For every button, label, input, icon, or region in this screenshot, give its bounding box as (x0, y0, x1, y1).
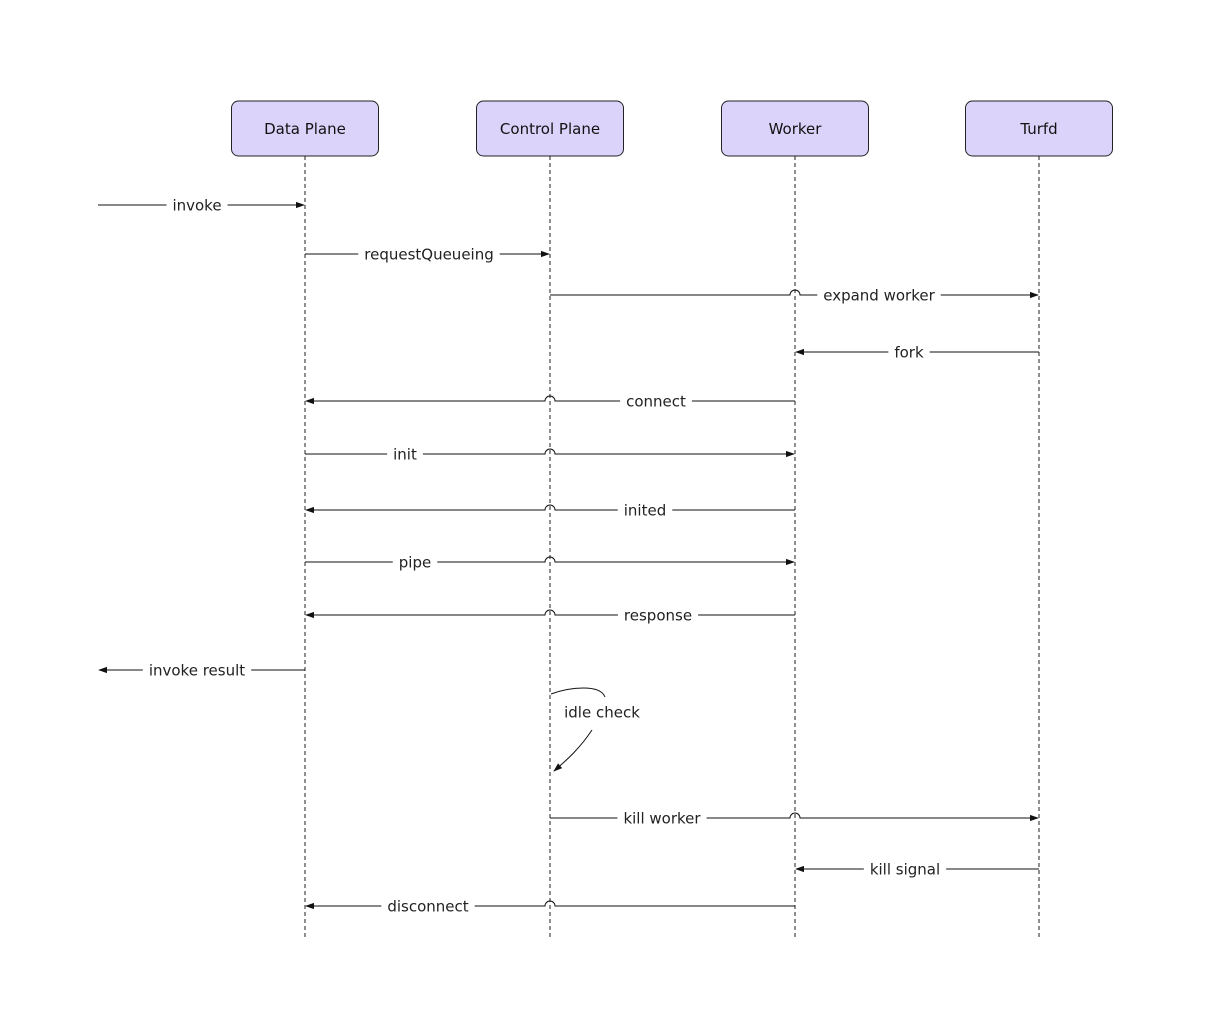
participant-box (965, 100, 1113, 157)
message-arrow (305, 556, 795, 566)
participant-box (231, 100, 379, 157)
message-invoke: invoke (98, 195, 305, 215)
participant-box (721, 100, 869, 157)
message-invoke-result: invoke result (98, 660, 305, 680)
message-label: kill signal (870, 861, 940, 879)
message-label: inited (624, 502, 666, 520)
message-arrow (550, 289, 1039, 299)
message-label: kill worker (623, 810, 701, 828)
message-label-background (817, 285, 941, 305)
message-label-background (617, 500, 673, 520)
message-label: expand worker (823, 287, 935, 305)
message-arrow (305, 504, 795, 514)
message-request-queueing: requestQueueing (305, 244, 550, 264)
participant-label: Worker (769, 120, 823, 138)
message-label-background (617, 605, 699, 625)
message-label-background (888, 342, 930, 362)
message-label-background (166, 195, 228, 215)
message-arrow (550, 812, 1039, 822)
self-note-idle-check: idle check (550, 687, 640, 772)
message-label-background (863, 859, 947, 879)
message-label-background (381, 896, 475, 916)
message-label-background (392, 552, 438, 572)
message-label: fork (894, 344, 924, 362)
note-label: idle check (564, 704, 640, 722)
participant-label: Control Plane (500, 120, 600, 138)
message-expand-worker: expand worker (550, 285, 1039, 305)
message-disconnect: disconnect (305, 896, 795, 916)
message-arrow (305, 609, 795, 619)
message-label: invoke (172, 197, 221, 215)
message-connect: connect (305, 391, 795, 411)
message-arrow (305, 900, 795, 910)
message-label: init (393, 446, 417, 464)
message-label-background (620, 391, 692, 411)
participant-worker[interactable]: Worker (721, 100, 869, 157)
participant-data-plane[interactable]: Data Plane (231, 100, 379, 157)
participant-box (476, 100, 624, 157)
message-label: requestQueueing (364, 246, 494, 264)
message-label-background (142, 660, 252, 680)
message-arrow (305, 448, 795, 458)
note-arrow (553, 729, 593, 772)
participant-control-plane[interactable]: Control Plane (476, 100, 624, 157)
message-arrow (305, 395, 795, 405)
message-init: init (305, 444, 795, 464)
message-label-background (617, 808, 707, 828)
participant-turfd[interactable]: Turfd (965, 100, 1113, 157)
message-label-background (358, 244, 500, 264)
participant-label: Data Plane (264, 120, 346, 138)
message-label: invoke result (149, 662, 245, 680)
message-label: disconnect (387, 898, 468, 916)
participant-label: Turfd (1019, 120, 1057, 138)
message-label: connect (626, 393, 686, 411)
message-label-background (387, 444, 423, 464)
message-label: response (624, 607, 692, 625)
message-inited: inited (305, 500, 795, 520)
message-response: response (305, 605, 795, 625)
note-curve-top (550, 687, 606, 698)
message-label: pipe (399, 554, 431, 572)
message-fork: fork (795, 342, 1039, 362)
message-pipe: pipe (305, 552, 795, 572)
message-kill-signal: kill signal (795, 859, 1039, 879)
message-kill-worker: kill worker (550, 808, 1039, 828)
